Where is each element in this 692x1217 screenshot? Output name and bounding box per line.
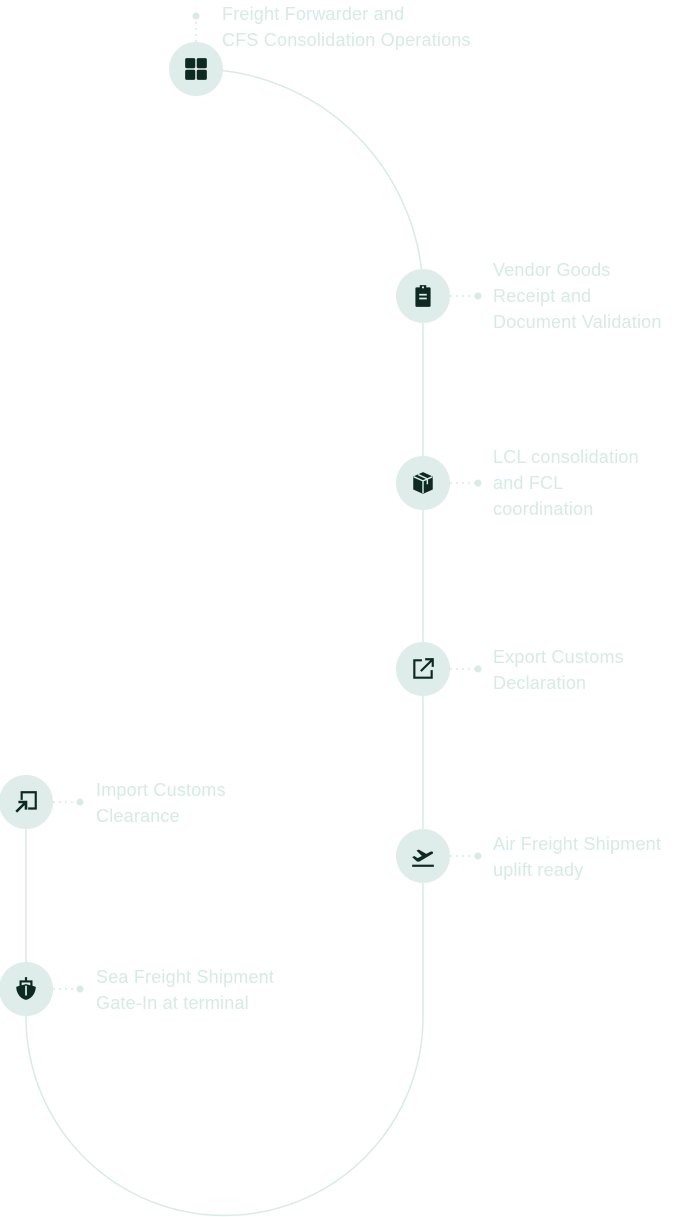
- label-line: Sea Freight Shipment: [96, 967, 275, 987]
- plane-departure-icon: [412, 849, 434, 867]
- step-node-air-freight: [396, 829, 450, 883]
- label-line: Export Customs: [493, 647, 624, 667]
- label-line: Document Validation: [493, 312, 662, 332]
- label-line: LCL consolidation: [493, 447, 639, 467]
- step-node-lcl-consolidation: [396, 456, 450, 510]
- step-label-export-customs: Export Customs Declaration: [493, 644, 624, 696]
- step-label-import-customs: Import Customs Clearance: [96, 777, 226, 829]
- step-node-export-customs: [396, 642, 450, 696]
- step-label-sea-freight: Sea Freight Shipment Gate-In at terminal: [96, 964, 274, 1016]
- step-label-lcl-consolidation: LCL consolidation and FCL coordination: [493, 444, 639, 522]
- label-line: Declaration: [493, 673, 587, 693]
- label-line: Gate-In at terminal: [96, 993, 249, 1013]
- label-line: Air Freight Shipment: [493, 834, 662, 854]
- step-node-import-customs: [0, 775, 53, 829]
- label-line: and FCL: [493, 473, 564, 493]
- label-line: CFS Consolidation Operations: [222, 30, 471, 50]
- step-node-sea-freight: [0, 962, 53, 1016]
- step-node-freight-forwarder: [169, 42, 223, 96]
- label-line: Clearance: [96, 806, 180, 826]
- grid-icon: [185, 58, 207, 80]
- step-label-air-freight: Air Freight Shipment uplift ready: [493, 831, 661, 883]
- label-line: Freight Forwarder and: [222, 4, 405, 24]
- label-line: uplift ready: [493, 860, 584, 880]
- export-icon: [413, 658, 434, 679]
- label-line: Import Customs: [96, 780, 226, 800]
- label-line: coordination: [493, 499, 594, 519]
- clipboard-icon: [415, 285, 431, 307]
- step-label-vendor-goods: Vendor Goods Receipt and Document Valida…: [493, 257, 662, 335]
- label-line: Receipt and: [493, 286, 592, 306]
- import-icon: [15, 791, 37, 813]
- step-label-freight-forwarder: Freight Forwarder and CFS Consolidation …: [222, 1, 471, 53]
- ship-icon: [16, 977, 36, 1000]
- step-node-vendor-goods: [396, 269, 450, 323]
- box-icon: [413, 472, 433, 494]
- label-line: Vendor Goods: [493, 260, 611, 280]
